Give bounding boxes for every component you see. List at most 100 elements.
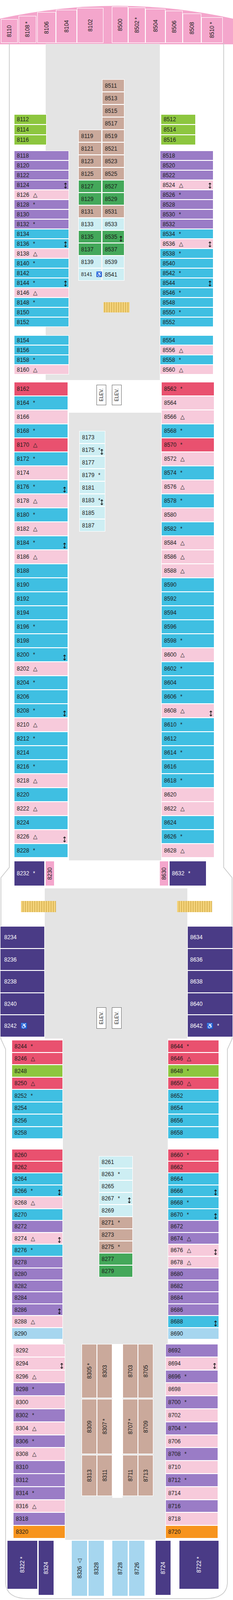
cabin-number: 8261 xyxy=(101,1158,115,1165)
cabin-box: 8173 xyxy=(79,430,106,444)
cabin-number: 8263 xyxy=(101,1170,115,1177)
cabin-box: 8320 xyxy=(13,1524,66,1538)
cabin-number: 8119 xyxy=(81,133,94,139)
cabin-box: 8236 xyxy=(0,947,45,970)
connecting-door-symbol xyxy=(127,1196,131,1203)
cabin-symbol: * xyxy=(184,1476,187,1482)
cabin-number: 8134 xyxy=(16,231,30,237)
cabin-box: 8202△ xyxy=(13,661,69,676)
cabin-symbol: * xyxy=(102,1417,108,1420)
cabin-box: 8666 xyxy=(167,1184,220,1196)
connecting-door-symbol xyxy=(62,835,67,843)
cabin-number: 8202 xyxy=(16,665,30,672)
connecting-door-symbol xyxy=(119,235,123,242)
cabin-symbol: △ xyxy=(33,289,38,296)
cabin-symbol: △ xyxy=(33,366,38,373)
cabin-number: 8114 xyxy=(16,126,29,133)
cabin-box: 8572△ xyxy=(161,451,215,466)
cabin-number: 8318 xyxy=(15,1514,29,1521)
cabin-box: 8510* xyxy=(201,17,223,43)
cabin-number: 8648 xyxy=(170,1067,184,1074)
cabin-box: 8152 xyxy=(13,316,69,327)
cabin-number: 8324 xyxy=(43,1560,49,1574)
cabin-number: 8310 xyxy=(15,1463,29,1469)
cabin-box: 8106 xyxy=(37,12,56,43)
cabin-box: 8588△ xyxy=(161,563,215,578)
cabin-box: 8516 xyxy=(160,134,196,145)
cabin-number: 8525 xyxy=(104,171,118,177)
cabin-box: 8124 xyxy=(13,179,69,190)
cabin-number: 8271 xyxy=(101,1219,115,1225)
cabin-symbol: △ xyxy=(33,721,38,727)
cabin-number: 8712 xyxy=(168,1476,181,1482)
elevator-label: ELEV. xyxy=(99,388,104,401)
cabin-box: 8102 xyxy=(76,7,104,43)
cabin-box: 8234 xyxy=(0,925,45,948)
cabin-box: 8688 xyxy=(167,1314,220,1327)
cabin-box: 8680 xyxy=(167,1267,220,1280)
cabin-box: 8148* xyxy=(13,297,69,308)
cabin-number: 8546 xyxy=(162,289,176,296)
cabin-box: 8324 xyxy=(38,1539,55,1595)
cabin-box: 8252* xyxy=(11,1088,63,1102)
cabin-number: 8198 xyxy=(16,637,30,644)
cabin-symbol: * xyxy=(33,280,36,286)
cabin-box: 8120 xyxy=(13,160,69,171)
cabin-number: 8326 xyxy=(76,1564,83,1578)
cabin-box: 8318 xyxy=(13,1511,66,1525)
cabin-symbol: * xyxy=(180,469,183,476)
connecting-door-symbol xyxy=(62,541,67,549)
connecting-door-arrow xyxy=(63,654,66,660)
cabin-number: 8502 xyxy=(134,20,140,34)
cabin-box: 8300 xyxy=(13,1394,66,1408)
cabin-number: 8537 xyxy=(104,246,118,253)
cabin-number: 8720 xyxy=(168,1528,181,1534)
cabin-number: 8722 xyxy=(196,1559,202,1572)
cabin-box: 8192 xyxy=(13,591,69,606)
cabin-number: 8328 xyxy=(93,1561,100,1574)
cabin-box: 8554 xyxy=(159,335,214,345)
cabin-box: 8578* xyxy=(161,493,215,508)
cabin-number: 8618 xyxy=(164,777,177,783)
cabin-number: 8277 xyxy=(101,1255,115,1261)
cabin-box: 8258 xyxy=(11,1125,63,1138)
cabin-box: 8513 xyxy=(102,91,125,105)
cabin-number: 8596 xyxy=(164,623,177,630)
cabin-symbol: * xyxy=(98,472,101,478)
cabin-box: 8521 xyxy=(102,142,125,155)
cabin-number: 8650 xyxy=(170,1079,184,1086)
cabin-box: 8314* xyxy=(13,1485,66,1499)
cabin-box: 8696* xyxy=(165,1369,219,1382)
cabin-symbol: * xyxy=(33,260,36,267)
cabin-box: 8529 xyxy=(102,192,125,206)
cabin-number: 8212 xyxy=(16,735,30,741)
cabin-box: 8714 xyxy=(165,1485,219,1499)
cabin-symbol: * xyxy=(180,665,183,672)
cabin-box: 8678△ xyxy=(167,1255,220,1268)
cabin-number: 8192 xyxy=(16,595,30,602)
cabin-box: 8528 xyxy=(159,199,214,210)
cabin-number: 8316 xyxy=(15,1502,29,1508)
cabin-box: 8150 xyxy=(13,307,69,317)
cabin-number: 8106 xyxy=(43,21,50,35)
cabin-number: 8228 xyxy=(16,847,30,853)
cabin-box: 8284 xyxy=(11,1290,63,1303)
cabin-box: 8526* xyxy=(159,189,214,200)
cabin-box: 8144* xyxy=(13,277,69,288)
cabin-number: 8282 xyxy=(14,1282,28,1289)
cabin-number: 8533 xyxy=(104,221,118,227)
cabin-box: 8541 xyxy=(102,267,125,281)
cabin-number: 8535 xyxy=(104,233,118,240)
cabin-box: 8612 xyxy=(161,731,215,746)
cabin-number: 8646 xyxy=(170,1055,184,1061)
cabin-number: 8708 xyxy=(168,1450,181,1456)
cabin-box: 8288△ xyxy=(11,1314,63,1327)
cabin-number: 8714 xyxy=(168,1489,181,1495)
cabin-box: 8119 xyxy=(78,129,102,143)
cabin-box: 8515 xyxy=(102,104,125,117)
cabin-number: 8112 xyxy=(16,116,29,123)
cabin-number: 8140 xyxy=(16,260,30,267)
cabin-number: 8532 xyxy=(162,221,176,227)
connecting-door-arrow xyxy=(214,1248,217,1255)
cabin-box: 8179* xyxy=(79,468,106,481)
